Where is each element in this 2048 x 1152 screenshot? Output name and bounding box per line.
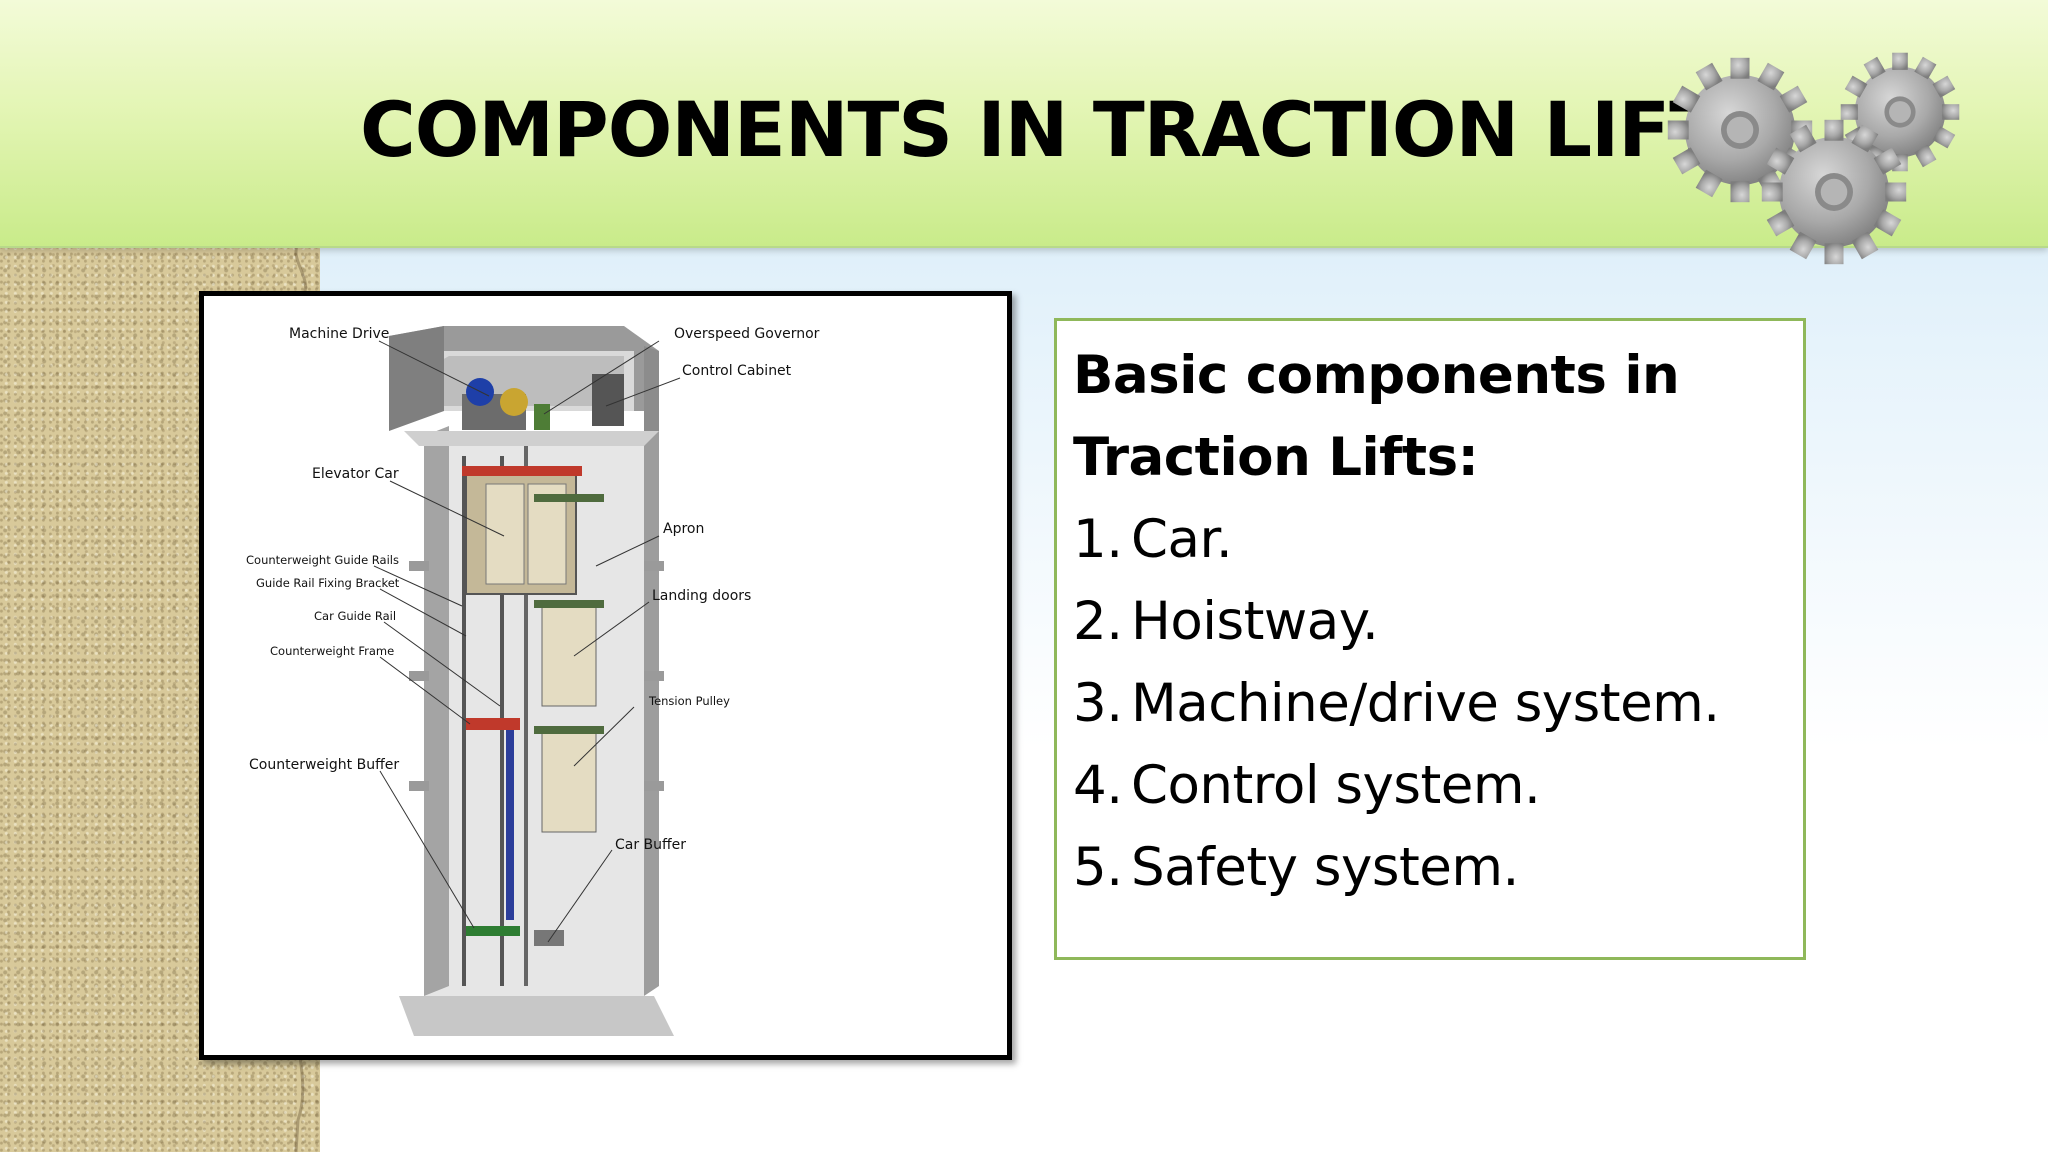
list-item: 2.Hoistway. [1073,581,1787,663]
label-machine-drive: Machine Drive [289,326,389,342]
label-landing-doors: Landing doors [652,588,751,604]
label-overspeed-governor: Overspeed Governor [674,326,820,342]
label-car-guide-rail: Car Guide Rail [314,609,396,623]
list-item-number: 4. [1073,755,1123,816]
label-elevator-car: Elevator Car [312,466,399,482]
components-list: 1.Car. 2.Hoistway. 3.Machine/drive syste… [1073,499,1787,909]
list-item-text: Safety system. [1131,837,1519,898]
slide-title: COMPONENTS IN TRACTION LIFT [360,85,1721,174]
components-heading-line2: Traction Lifts: [1073,427,1479,488]
label-control-cabinet: Control Cabinet [682,363,792,379]
label-counterweight-buffer: Counterweight Buffer [249,757,399,773]
label-counterweight-frame: Counterweight Frame [270,644,394,658]
list-item-number: 2. [1073,591,1123,652]
list-item-number: 5. [1073,837,1123,898]
label-tension-pulley: Tension Pulley [648,694,730,708]
list-item: 4.Control system. [1073,745,1787,827]
list-item-text: Control system. [1131,755,1541,816]
components-text-box: Basic components in Traction Lifts: 1.Ca… [1054,318,1806,960]
label-car-buffer: Car Buffer [615,837,686,853]
components-heading-line1: Basic components in [1073,345,1680,406]
label-guide-rail-fixing-bracket: Guide Rail Fixing Bracket [256,576,400,590]
list-item-number: 1. [1073,509,1123,570]
gears-icon [1667,52,1960,265]
title-banner: COMPONENTS IN TRACTION LIFT [0,0,2048,265]
label-apron: Apron [663,521,704,537]
list-item-text: Car. [1131,509,1233,570]
components-heading: Basic components in Traction Lifts: [1073,335,1787,499]
list-item-text: Hoistway. [1131,591,1379,652]
list-item-text: Machine/drive system. [1131,673,1720,734]
list-item: 3.Machine/drive system. [1073,663,1787,745]
list-item: 1.Car. [1073,499,1787,581]
label-counterweight-guide-rails: Counterweight Guide Rails [246,553,399,567]
traction-lift-diagram: Machine Drive Overspeed Governor Control… [199,291,1012,1060]
list-item: 5.Safety system. [1073,827,1787,909]
list-item-number: 3. [1073,673,1123,734]
